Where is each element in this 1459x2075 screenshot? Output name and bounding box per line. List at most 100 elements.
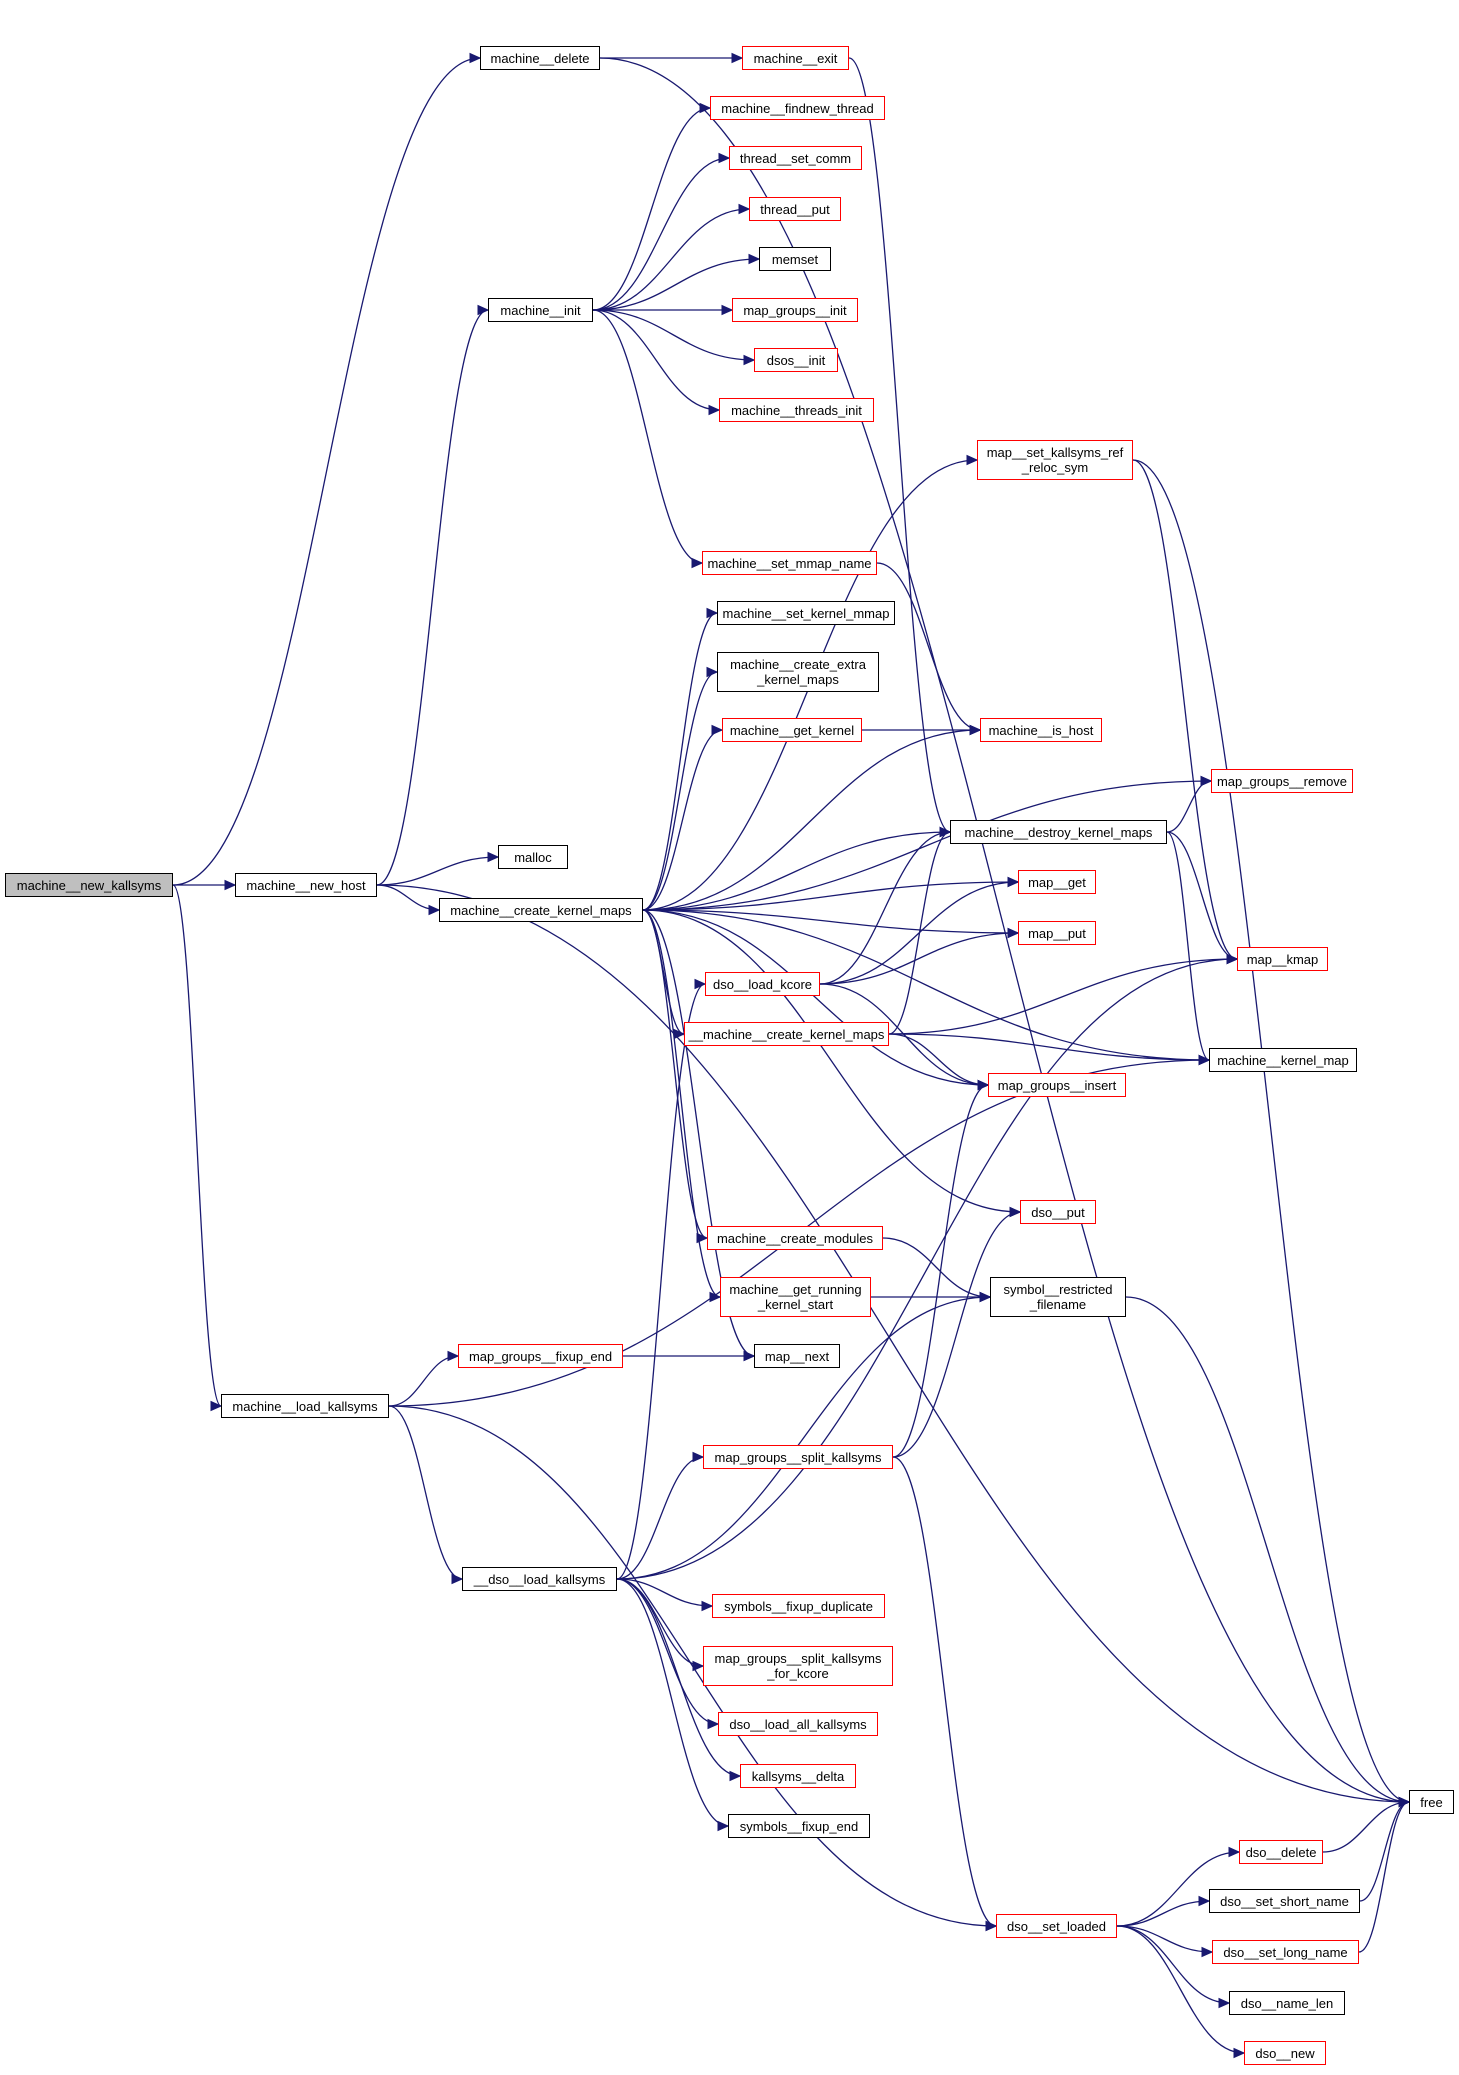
arrowhead-icon — [748, 253, 761, 265]
edge-__machine__create_kernel_maps-to-map__kmap — [888, 958, 1238, 1035]
edge-dso__set_loaded-to-dso__set_long_name — [1116, 1925, 1213, 1953]
node-dso-load-kcore[interactable]: dso__load_kcore — [705, 972, 820, 996]
node-machine-new-host[interactable]: machine__new_host — [235, 873, 377, 897]
node-dso-put[interactable]: dso__put — [1020, 1200, 1096, 1224]
edge-dso__set_long_name-to-free — [1358, 1801, 1410, 1953]
edge-__dso__load_kallsyms-to-symbol__restricted_filename — [616, 1296, 991, 1580]
edge-dso__set_loaded-to-dso__name_len — [1116, 1925, 1230, 2004]
node-machine-delete[interactable]: machine__delete — [480, 46, 600, 70]
edge-machine__init-to-machine__findnew_thread — [592, 107, 711, 311]
arrowhead-icon — [701, 1600, 714, 1612]
node-machine-kernel-map[interactable]: machine__kernel_map — [1209, 1048, 1357, 1072]
edge-machine__create_modules-to-symbol__restricted_filename — [882, 1237, 991, 1298]
node-dso-set-loaded[interactable]: dso__set_loaded — [996, 1914, 1117, 1938]
edge-__dso__load_kallsyms-to-symbols__fixup_duplicate — [616, 1578, 713, 1607]
node-free[interactable]: free — [1409, 1790, 1454, 1814]
edge-machine__destroy_kernel_maps-to-machine__kernel_map — [1166, 831, 1210, 1061]
node-dso-load-all-kallsyms[interactable]: dso__load_all_kallsyms — [718, 1712, 878, 1736]
arrowhead-icon — [1218, 1997, 1231, 2009]
node-machine-destroy-kernel-maps[interactable]: machine__destroy_kernel_maps — [950, 820, 1167, 844]
node-thread-put[interactable]: thread__put — [749, 197, 841, 221]
node-map-get[interactable]: map__get — [1018, 870, 1096, 894]
node-symbols-fixup-end[interactable]: symbols__fixup_end — [728, 1814, 870, 1838]
node-dso-set-short-name[interactable]: dso__set_short_name — [1209, 1889, 1360, 1913]
node-map-groups-insert[interactable]: map_groups__insert — [988, 1073, 1126, 1097]
node-thread-set-comm[interactable]: thread__set_comm — [729, 146, 862, 170]
edge-machine__destroy_kernel_maps-to-map__kmap — [1166, 831, 1238, 960]
node-map-set-kallsyms-ref-reloc-sym[interactable]: map__set_kallsyms_ref _reloc_sym — [977, 440, 1133, 480]
node-machine-create-extra-kernel-maps[interactable]: machine__create_extra _kernel_maps — [717, 652, 879, 692]
edge-map__set_kallsyms_ref_reloc_sym-to-map__kmap — [1132, 459, 1238, 960]
edge-machine__init-to-machine__set_mmap_name — [592, 309, 703, 564]
edge-machine__init-to-thread__set_comm — [592, 157, 730, 311]
node-dso-load-kallsyms[interactable]: __dso__load_kallsyms — [462, 1567, 617, 1591]
edge-machine__create_kernel_maps-to-machine__destroy_kernel_maps — [642, 831, 951, 911]
edge-machine__new_host-to-malloc — [376, 856, 499, 886]
edge-dso__delete-to-free — [1322, 1801, 1410, 1853]
node-dso-name-len[interactable]: dso__name_len — [1229, 1991, 1345, 2015]
node-machine-get-running-kernel-start[interactable]: machine__get_running _kernel_start — [720, 1277, 871, 1317]
node-map-groups-remove[interactable]: map_groups__remove — [1211, 769, 1353, 793]
node-map-groups-split-kallsyms[interactable]: map_groups__split_kallsyms — [703, 1445, 893, 1469]
edge-machine__create_kernel_maps-to-machine__set_kernel_mmap — [642, 612, 718, 911]
node-dso-delete[interactable]: dso__delete — [1239, 1840, 1323, 1864]
arrowhead-icon — [966, 454, 979, 466]
arrowhead-icon — [1201, 1946, 1214, 1958]
node-dsos-init[interactable]: dsos__init — [754, 348, 838, 372]
node-map-put[interactable]: map__put — [1018, 921, 1096, 945]
arrowhead-icon — [451, 1573, 464, 1585]
arrowhead-icon — [1233, 2047, 1246, 2059]
arrowhead-icon — [707, 1718, 720, 1730]
arrowhead-icon — [692, 1451, 705, 1463]
arrowhead-icon — [706, 607, 719, 619]
arrowhead-icon — [1200, 775, 1213, 787]
arrowhead-icon — [447, 1350, 460, 1362]
node-machine-create-modules[interactable]: machine__create_modules — [707, 1226, 883, 1250]
edge-dso__set_short_name-to-free — [1359, 1801, 1410, 1902]
arrowhead-icon — [717, 1820, 730, 1832]
node-map-groups-fixup-end[interactable]: map_groups__fixup_end — [458, 1344, 623, 1368]
node-machine-findnew-thread[interactable]: machine__findnew_thread — [710, 96, 885, 120]
node-machine-threads-init[interactable]: machine__threads_init — [719, 398, 874, 422]
arrowhead-icon — [718, 152, 731, 164]
node-machine-set-kernel-mmap[interactable]: machine__set_kernel_mmap — [717, 601, 895, 625]
edge-symbol__restricted_filename-to-free — [1125, 1296, 1410, 1803]
edge-machine__init-to-dsos__init — [592, 309, 755, 361]
edge-machine__create_kernel_maps-to-map_groups__remove — [642, 780, 1212, 911]
edge-machine__new_kallsyms-to-machine__load_kallsyms — [172, 884, 222, 1407]
arrowhead-icon — [487, 851, 500, 863]
arrowhead-icon — [985, 1920, 998, 1932]
edge-machine__create_kernel_maps-to-machine__is_host — [642, 729, 981, 911]
edge-machine__create_kernel_maps-to-machine__get_running_kernel_start — [642, 909, 721, 1298]
node-map-groups-split-kallsyms-for-kcore[interactable]: map_groups__split_kallsyms _for_kcore — [703, 1646, 893, 1686]
edge-map_groups__split_kallsyms-to-map_groups__insert — [892, 1084, 989, 1458]
node-map-next[interactable]: map__next — [754, 1344, 840, 1368]
arrowhead-icon — [939, 826, 952, 838]
node-symbols-fixup-duplicate[interactable]: symbols__fixup_duplicate — [712, 1594, 885, 1618]
edge-__dso__load_kallsyms-to-map__kmap — [616, 958, 1238, 1580]
arrowhead-icon — [1009, 1206, 1022, 1218]
node-kallsyms-delta[interactable]: kallsyms__delta — [740, 1764, 856, 1788]
node-dso-set-long-name[interactable]: dso__set_long_name — [1212, 1940, 1359, 1964]
arrowhead-icon — [694, 978, 707, 990]
node-machine-load-kallsyms[interactable]: machine__load_kallsyms — [221, 1394, 389, 1418]
node-machine-exit[interactable]: machine__exit — [742, 46, 849, 70]
node-map-groups-init[interactable]: map_groups__init — [732, 298, 858, 322]
arrowhead-icon — [1198, 1895, 1211, 1907]
arrowhead-icon — [1198, 1054, 1211, 1066]
node-memset[interactable]: memset — [759, 247, 831, 271]
node-machine-get-kernel[interactable]: machine__get_kernel — [722, 718, 862, 742]
node-malloc[interactable]: malloc — [498, 845, 568, 869]
node-map-kmap[interactable]: map__kmap — [1237, 947, 1328, 971]
node-machine-create-kernel-maps[interactable]: machine__create_kernel_maps — [439, 898, 643, 922]
node-machine-set-mmap-name[interactable]: machine__set_mmap_name — [702, 551, 877, 575]
node-machine-new-kallsyms[interactable]: machine__new_kallsyms — [5, 873, 173, 897]
node-dso-new[interactable]: dso__new — [1244, 2041, 1326, 2065]
arrowhead-icon — [224, 879, 237, 891]
node-symbol-restricted-filename[interactable]: symbol__restricted _filename — [990, 1277, 1126, 1317]
node-machine-init[interactable]: machine__init — [488, 298, 593, 322]
edge-machine__create_kernel_maps-to-machine__get_kernel — [642, 729, 723, 911]
edge-map_groups__split_kallsyms-to-dso__put — [892, 1211, 1021, 1458]
node-machine-create-kernel-maps[interactable]: __machine__create_kernel_maps — [684, 1022, 889, 1046]
node-machine-is-host[interactable]: machine__is_host — [980, 718, 1102, 742]
